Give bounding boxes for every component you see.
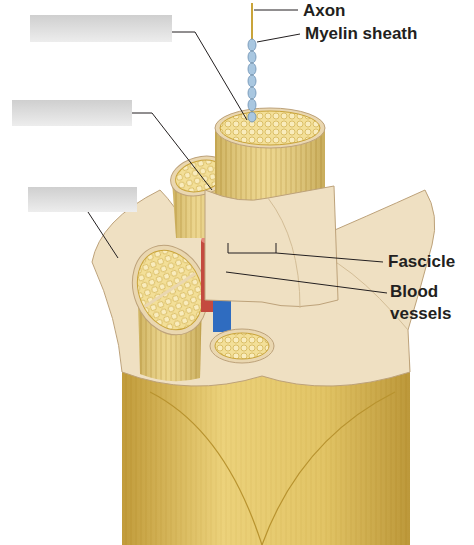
fascicle-cross-section: [126, 240, 214, 339]
structure-label: Myelin sheath: [305, 23, 417, 45]
myelin-segment: [248, 87, 256, 99]
perineurium-ring: [210, 329, 274, 363]
fascicle-cross-section: [215, 333, 269, 359]
leader-line: [88, 212, 118, 258]
leader-line: [172, 32, 247, 120]
blank-label-box: [12, 100, 132, 126]
trunk-crease: [262, 392, 395, 545]
myelin-segment: [248, 39, 256, 51]
blank-label-box: [30, 15, 172, 42]
structure-label: Fascicle: [388, 251, 455, 273]
structure-label: Axon: [303, 0, 346, 22]
structure-label: Blood vessels: [390, 281, 468, 325]
leader-line: [254, 10, 298, 11]
blank-label-box: [28, 187, 137, 212]
myelin-segment: [248, 63, 256, 75]
perineurium-ring: [215, 108, 325, 148]
fascicle-bracket: [228, 243, 383, 262]
perineurium: [205, 186, 338, 307]
nerve-trunk: [122, 360, 410, 545]
fascicle-cross-section: [220, 111, 320, 145]
trunk-fibers: [122, 360, 410, 545]
myelin-segment: [248, 75, 256, 87]
myelin-segment: [248, 112, 256, 122]
myelin-segment: [248, 99, 256, 111]
leader-lines: [88, 10, 387, 293]
trunk-crease: [150, 392, 262, 545]
leader-line: [132, 113, 212, 190]
myelin-sheath: [248, 39, 256, 122]
leader-line: [226, 272, 387, 293]
myelin-segment: [248, 51, 256, 63]
septum: [140, 273, 200, 307]
leader-line: [257, 34, 300, 42]
